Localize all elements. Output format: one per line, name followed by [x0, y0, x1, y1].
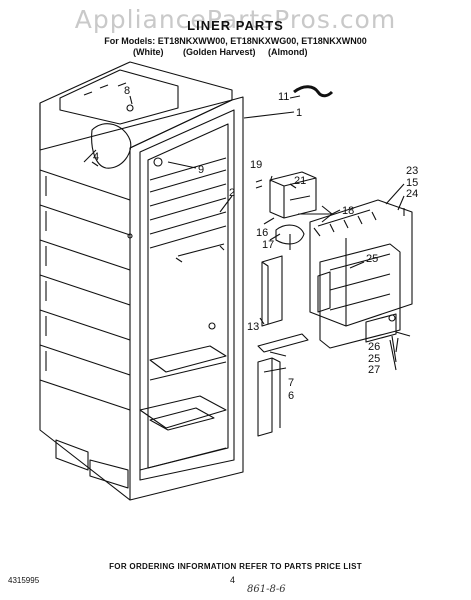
callout-19: 19: [250, 159, 262, 171]
callout-25-lower: 25: [368, 353, 380, 365]
air-baffle: [261, 255, 283, 327]
model-list: For Models: ET18NKXWW00, ET18NKXWG00, ET…: [104, 36, 367, 46]
callout-23: 23: [406, 165, 418, 177]
page-number: 4: [230, 575, 236, 585]
callout-24: 24: [406, 188, 418, 200]
callout-16: 16: [256, 227, 268, 239]
callout-8: 8: [124, 85, 130, 97]
callout-6: 6: [288, 390, 294, 402]
drain-tube: [293, 85, 334, 98]
document-number: 4315995: [8, 576, 40, 585]
lower-panel: [319, 243, 411, 349]
callout-25-upper: 25: [366, 253, 378, 265]
callout-27: 27: [368, 364, 380, 376]
callout-18: 18: [342, 205, 354, 217]
callout-2: 2: [229, 187, 235, 199]
watermark: AppliancePartsPros.com: [74, 5, 397, 34]
callout-13: 13: [247, 321, 259, 333]
color-almond: (Almond): [268, 47, 308, 57]
callout-15: 15: [406, 177, 418, 189]
fan-motor-assembly: [255, 171, 333, 250]
liner-body: [39, 61, 244, 501]
page-title: LINER PARTS: [187, 18, 284, 33]
callout-26: 26: [368, 341, 380, 353]
insulation-strip: [257, 333, 309, 353]
color-golden-harvest: (Golden Harvest): [183, 47, 256, 57]
callout-21: 21: [294, 175, 306, 187]
ordering-note: FOR ORDERING INFORMATION REFER TO PARTS …: [109, 562, 362, 571]
color-white: (White): [133, 47, 164, 57]
air-duct: [257, 357, 281, 437]
evaporator-cover: [309, 199, 413, 327]
callout-17: 17: [262, 239, 274, 251]
callout-9: 9: [198, 164, 204, 176]
callout-11: 11: [278, 91, 289, 103]
callout-7: 7: [288, 377, 294, 389]
callout-4: 4: [93, 151, 99, 163]
callout-1: 1: [296, 107, 302, 119]
handwritten-note: 861-8-6: [247, 584, 286, 595]
